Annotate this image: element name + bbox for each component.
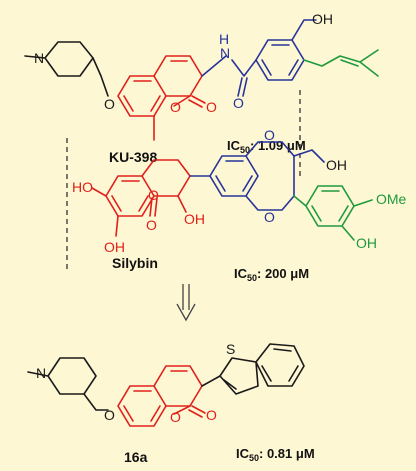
ku398-atom-oh: OH	[312, 11, 333, 27]
silybin-e-double	[311, 190, 349, 222]
c16a-benzo-ring	[255, 343, 305, 387]
silybin-atom-5-oh: OH	[104, 239, 125, 255]
silybin-5-oh	[115, 215, 119, 237]
c16a-thiophene-double	[223, 379, 237, 390]
c16a-atom-n: N	[36, 365, 46, 381]
c16a-label: 16a	[124, 449, 148, 465]
silybin-a-ring	[105, 175, 155, 217]
ku398-atom-n: N	[34, 50, 44, 66]
ku398-label: KU-398	[109, 149, 157, 165]
ku398-prenyl-double	[340, 59, 359, 67]
ku398-aryl-double-bonds	[261, 44, 299, 76]
ku398-coumarin-benzene	[117, 75, 167, 117]
ku398-amide-carbonyl	[237, 77, 248, 97]
silybin-label: Silybin	[112, 255, 158, 271]
c16a-c4-o	[83, 393, 109, 411]
c16a-c2-carbonyl	[188, 405, 206, 418]
ku398-amide-linker	[201, 55, 257, 77]
c16a-benzene-double	[123, 390, 161, 422]
c16a-n-methyl	[27, 371, 49, 377]
ku398-c2-o1	[173, 95, 191, 107]
silybin-dioxane-ring	[245, 141, 295, 211]
silybin-atom-dioxane-o1: O	[264, 127, 275, 143]
c16a-structure: N O O O S 16a IC50: 0.81 μM	[27, 341, 315, 465]
silybin-c-ring	[141, 159, 191, 197]
ku398-prenyl-chain	[303, 49, 379, 77]
ku398-benzene-double-bonds	[123, 80, 161, 112]
double-down-arrow-icon	[176, 284, 196, 322]
ku398-structure: N O O O N H O OH KU-398 IC50: 1.09 μM	[24, 11, 379, 165]
silybin-atom-ch2oh: OH	[326, 157, 347, 173]
silybin-4-carbonyl	[149, 197, 158, 217]
c16a-ic50: IC50: 0.81 μM	[236, 446, 315, 463]
ku398-piperidine-ring	[44, 41, 94, 77]
c16a-coumarin-benzene	[117, 385, 167, 427]
silybin-3-oh	[177, 195, 187, 213]
silybin-atom-ome: OMe	[376, 191, 407, 207]
ku398-atom-nh-n: N	[220, 45, 230, 61]
ku398-c2-carbonyl	[188, 95, 206, 108]
c16a-thiophene-ring	[219, 357, 259, 395]
ku398-atom-ring-o: O	[170, 99, 181, 115]
ku398-aryl-ring	[255, 39, 305, 81]
silybin-4-oh-bond	[341, 225, 355, 241]
ku398-atom-amide-o: O	[233, 95, 244, 111]
silybin-a-ring-double	[111, 180, 149, 212]
c16a-thiophene-link	[201, 375, 221, 387]
c16a-atom-s: S	[226, 341, 235, 357]
silybin-7-oh	[91, 187, 107, 197]
ku398-atom-nh-h: H	[219, 31, 229, 47]
c16a-atom-carbonyl-o: O	[206, 407, 217, 423]
silybin-ome-bond	[353, 199, 373, 207]
silybin-atom-4-o: O	[146, 217, 157, 233]
silybin-ic50: IC50: 200 μM	[234, 266, 309, 283]
ku398-atom-ether-o: O	[104, 96, 115, 112]
ku398-atom-carbonyl-o: O	[206, 99, 217, 115]
silybin-atom-4-oh: OH	[356, 235, 377, 251]
c16a-pyranone-ring	[153, 365, 203, 407]
silybin-benzo-double	[215, 160, 253, 192]
silybin-e-ring	[305, 185, 355, 227]
silybin-atom-7-oh: HO	[72, 179, 93, 195]
c16a-piperidine-ring	[47, 357, 97, 395]
silybin-atom-ring-o: O	[148, 187, 159, 203]
c16a-benzo-double	[261, 348, 299, 382]
c16a-atom-ring-o: O	[170, 409, 181, 425]
silybin-ch2oh	[293, 149, 325, 163]
ku398-aryl-oh-bond	[291, 19, 317, 41]
silybin-atom-3-oh: OH	[184, 211, 205, 227]
c16a-c2-o1	[173, 405, 191, 415]
silybin-e-link	[293, 195, 307, 207]
ku398-n-methyl	[24, 55, 46, 59]
silybin-benzo-ring	[209, 155, 259, 197]
silybin-atom-dioxane-o2: O	[264, 209, 275, 225]
ku398-c4-o	[92, 57, 109, 97]
c16a-atom-ether-o: O	[104, 407, 115, 423]
silybin-structure: HO O OH OH O O O OH OMe OH Silybin IC50:…	[72, 127, 407, 283]
ku398-pyranone-ring	[153, 55, 203, 97]
